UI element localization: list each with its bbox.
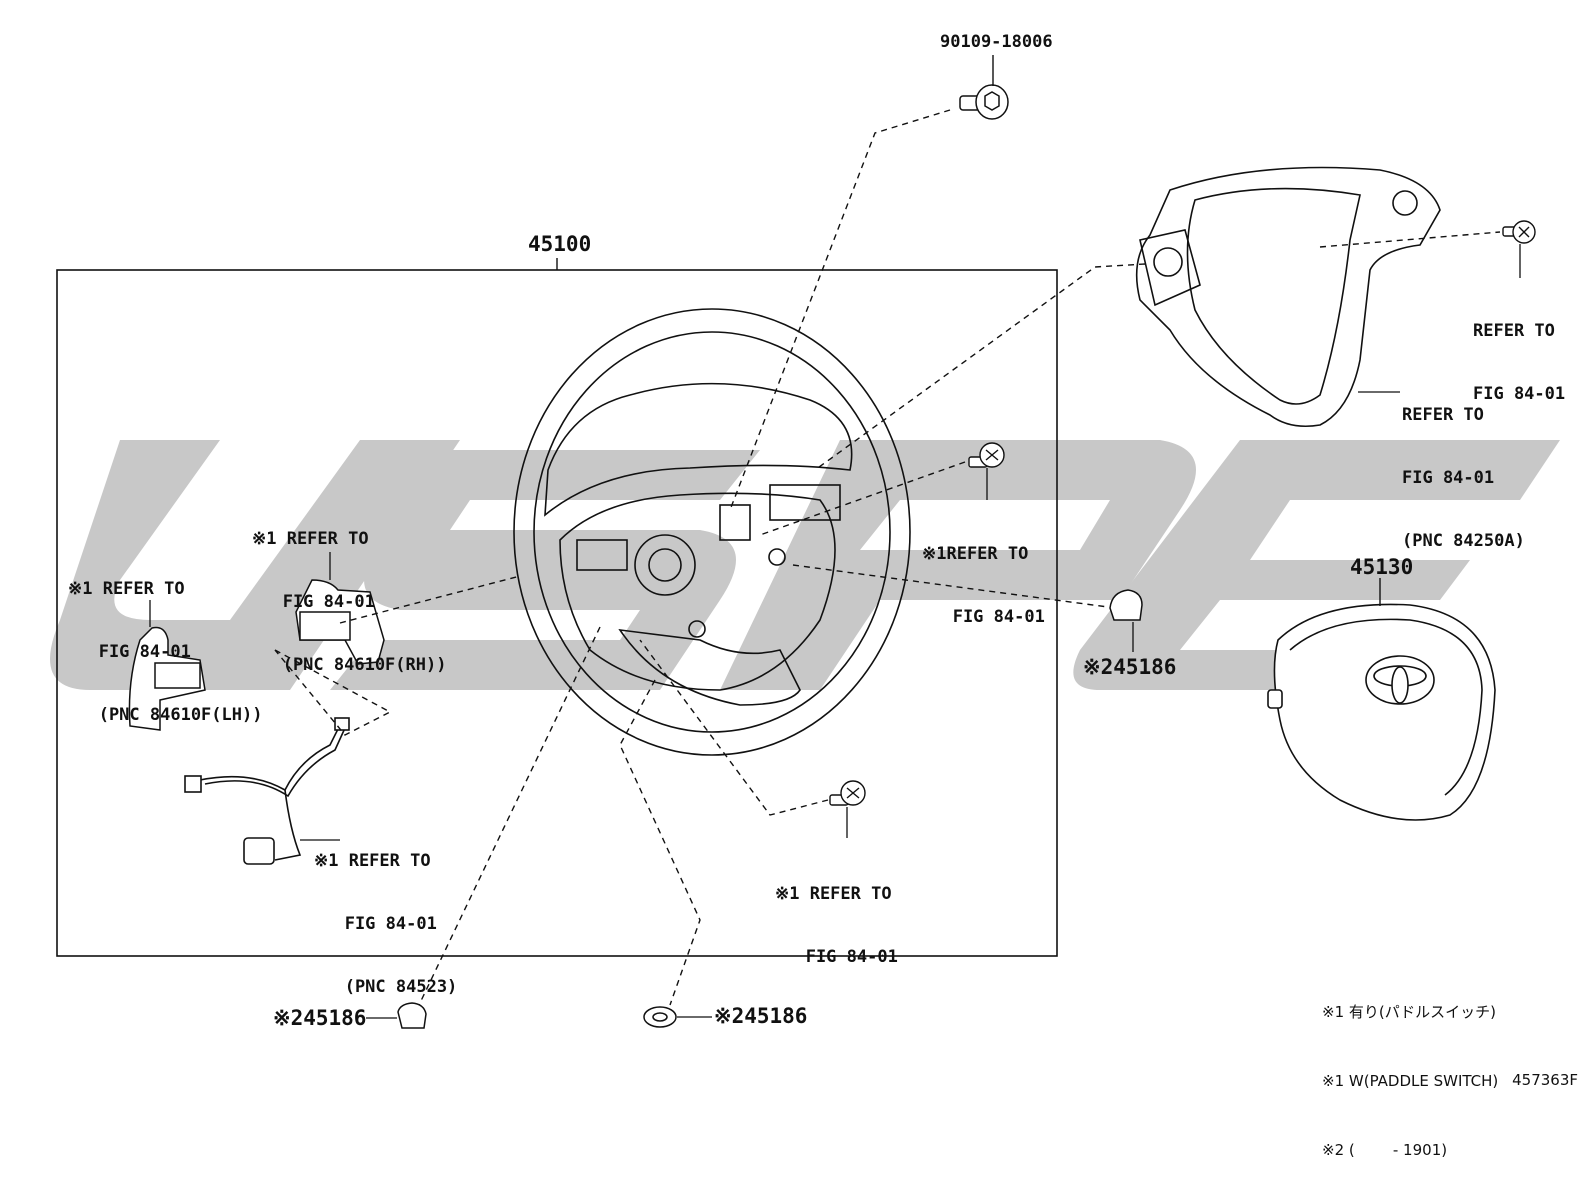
callout-line: FIG 84-01 bbox=[1473, 384, 1566, 404]
bezel-outer bbox=[1135, 166, 1441, 428]
wheel-top-bracket bbox=[719, 504, 751, 541]
part-number-cap-right: ※245186 bbox=[1083, 655, 1177, 679]
cap-45186-right[interactable] bbox=[1109, 589, 1143, 621]
part-number-cap-bottom-left: ※245186 bbox=[273, 1006, 367, 1030]
callout-line: REFER TO bbox=[1473, 321, 1555, 341]
legend-line: ※2 ( - 1901) bbox=[1322, 1141, 1448, 1159]
callout-line: ※1REFER TO bbox=[922, 544, 1029, 564]
wheel-lower-hole bbox=[688, 620, 706, 638]
paddle-switch-rh[interactable] bbox=[295, 579, 385, 665]
bezel-inner bbox=[1186, 187, 1361, 405]
dash-cap-right bbox=[792, 564, 1109, 608]
legend-line: ※1 有り(パドルスイッチ) bbox=[1322, 1003, 1497, 1021]
callout-line: ※1 REFER TO bbox=[68, 579, 185, 599]
callout-line: FIG 84-01 bbox=[252, 592, 375, 612]
wheel-rim-outer bbox=[513, 308, 911, 756]
dash-bezel-to-wheel bbox=[814, 263, 1146, 471]
bezel-right-switch bbox=[1392, 190, 1418, 216]
dash-bolt-to-wheel bbox=[729, 109, 951, 511]
screw-right[interactable] bbox=[968, 442, 1005, 468]
bolt-90109-18006[interactable] bbox=[959, 84, 1009, 120]
callout-line: (PNC 84250A) bbox=[1402, 531, 1525, 551]
callout-line: FIG 84-01 bbox=[68, 642, 191, 662]
dash-paddle-rh bbox=[339, 575, 521, 624]
dashed-connection-lines bbox=[274, 109, 1501, 1006]
dash-harness-triangle bbox=[274, 649, 392, 736]
parts-diagram-canvas bbox=[50, 55, 1560, 1029]
callout-wire-harness: ※1 REFER TO FIG 84-01 (PNC 84523) bbox=[314, 809, 457, 1019]
part-number-45100: 45100 bbox=[528, 232, 592, 256]
callout-line: FIG 84-01 bbox=[1402, 468, 1495, 488]
callout-screw-bottom: ※1 REFER TO FIG 84-01 bbox=[775, 842, 898, 989]
dash-cap-bottom-left bbox=[418, 626, 601, 1006]
wheel-right-bracket bbox=[769, 484, 841, 521]
dash-screw-bottom bbox=[639, 639, 829, 816]
part-number-bolt-top: 90109-18006 bbox=[940, 32, 1053, 52]
wheel-center-boss bbox=[634, 534, 696, 596]
callout-line: (PNC 84523) bbox=[314, 977, 458, 997]
wheel-left-bracket bbox=[576, 539, 628, 571]
wheel-right-hole bbox=[768, 548, 786, 566]
callout-line: FIG 84-01 bbox=[922, 607, 1045, 627]
legend-line: ※1 W(PADDLE SWITCH) bbox=[1322, 1072, 1499, 1090]
cap-45186-bottom-left[interactable] bbox=[397, 1002, 427, 1029]
watermark-letter-s bbox=[330, 450, 760, 690]
callout-line: ※1 REFER TO bbox=[314, 851, 431, 871]
callout-switch-cover: REFER TO FIG 84-01 (PNC 84250A) bbox=[1402, 363, 1525, 573]
bezel-left-cluster bbox=[1139, 229, 1201, 307]
callout-screw-switch: REFER TO FIG 84-01 bbox=[1473, 279, 1565, 426]
callout-line: ※1 REFER TO bbox=[775, 884, 892, 904]
callout-line: FIG 84-01 bbox=[314, 914, 437, 934]
airbag-face bbox=[1289, 618, 1483, 796]
callout-line: REFER TO bbox=[1402, 405, 1484, 425]
callout-paddle-rh: ※1 REFER TO FIG 84-01 (PNC 84610F(RH)) bbox=[252, 487, 446, 697]
airbag-connector bbox=[1267, 689, 1283, 709]
figure-id: 457363F bbox=[1512, 1071, 1578, 1089]
watermark-letter-p bbox=[720, 440, 1196, 690]
part-number-cap-bottom-mid: ※245186 bbox=[714, 1004, 808, 1028]
paddle-switch-lh[interactable] bbox=[128, 626, 206, 731]
airbag-45130[interactable] bbox=[1267, 603, 1496, 821]
steering-pad-bezel[interactable] bbox=[1135, 166, 1441, 428]
cap-45186-bottom-mid[interactable] bbox=[643, 1006, 677, 1028]
callout-line: (PNC 84610F(LH)) bbox=[68, 705, 263, 725]
wheel-upper-spoke bbox=[544, 382, 853, 517]
watermark-letter-e bbox=[1073, 440, 1560, 690]
callout-screw-right: ※1REFER TO FIG 84-01 bbox=[922, 502, 1045, 649]
dash-screw-right bbox=[759, 461, 966, 536]
steering-wheel[interactable] bbox=[513, 308, 911, 756]
wheel-hub bbox=[559, 492, 836, 691]
bolt-hex-socket bbox=[984, 91, 1000, 111]
wheel-lower-spoke bbox=[618, 628, 801, 706]
part-number-45130: 45130 bbox=[1350, 555, 1414, 579]
callout-line: (PNC 84610F(RH)) bbox=[252, 655, 447, 675]
callout-line: ※1 REFER TO bbox=[252, 529, 369, 549]
screw-bezel[interactable] bbox=[1502, 220, 1536, 244]
screw-bottom[interactable] bbox=[829, 780, 866, 806]
dash-bezel-screw bbox=[1319, 231, 1501, 248]
wheel-rim-inner bbox=[533, 331, 891, 733]
callout-paddle-lh: ※1 REFER TO FIG 84-01 (PNC 84610F(LH)) bbox=[68, 537, 262, 747]
wheel-center-boss-inner bbox=[648, 548, 682, 582]
notes-legend: ※1 有り(パドルスイッチ) ※1 W(PADDLE SWITCH) ※2 ( … bbox=[1322, 955, 1498, 1185]
callout-line: FIG 84-01 bbox=[775, 947, 898, 967]
dash-cap-bottom-mid bbox=[619, 679, 701, 1006]
toyota-emblem-inner bbox=[1391, 666, 1409, 704]
bezel-left-switch bbox=[1153, 247, 1183, 277]
